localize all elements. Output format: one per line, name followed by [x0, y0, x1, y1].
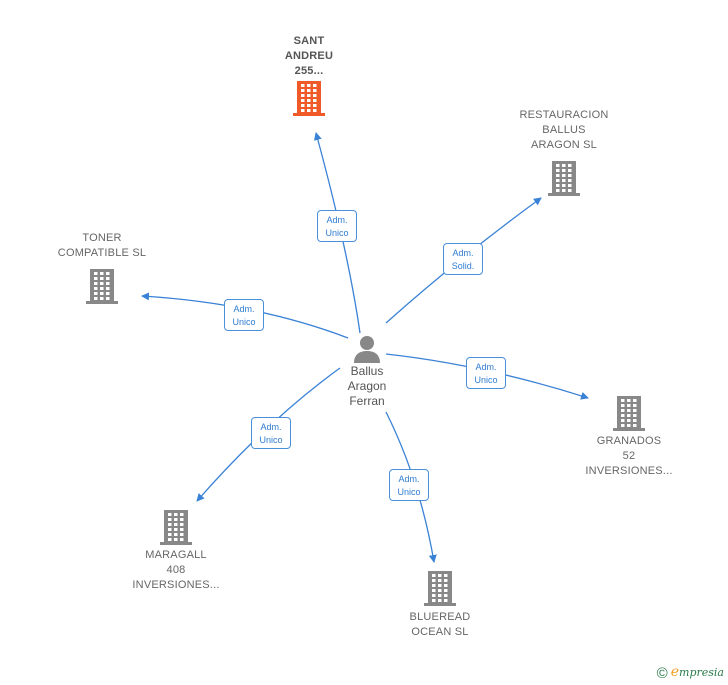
edge-label-sant-andreu[interactable]: Adm.Unico [317, 210, 357, 242]
building-icon [424, 571, 456, 606]
edge-label-bluead-ocean[interactable]: Adm.Unico [389, 469, 429, 501]
building-icon [613, 396, 645, 431]
copyright-icon: © [656, 665, 668, 682]
building-icon [86, 269, 118, 304]
edge-label-toner-compatible[interactable]: Adm.Unico [224, 299, 264, 331]
edge-label-restauracion-ballus[interactable]: Adm.Solid. [443, 243, 483, 275]
building-icon [160, 510, 192, 545]
empresia-brand[interactable]: © empresia [657, 664, 724, 682]
person-icon [354, 336, 380, 363]
building-icon [548, 161, 580, 196]
edge-label-maragall-408[interactable]: Adm.Unico [251, 417, 291, 449]
building-icon [293, 81, 325, 116]
brand-initial: e [670, 664, 680, 680]
brand-name: mpresia [679, 666, 724, 679]
edge-label-granados-52[interactable]: Adm.Unico [466, 357, 506, 389]
